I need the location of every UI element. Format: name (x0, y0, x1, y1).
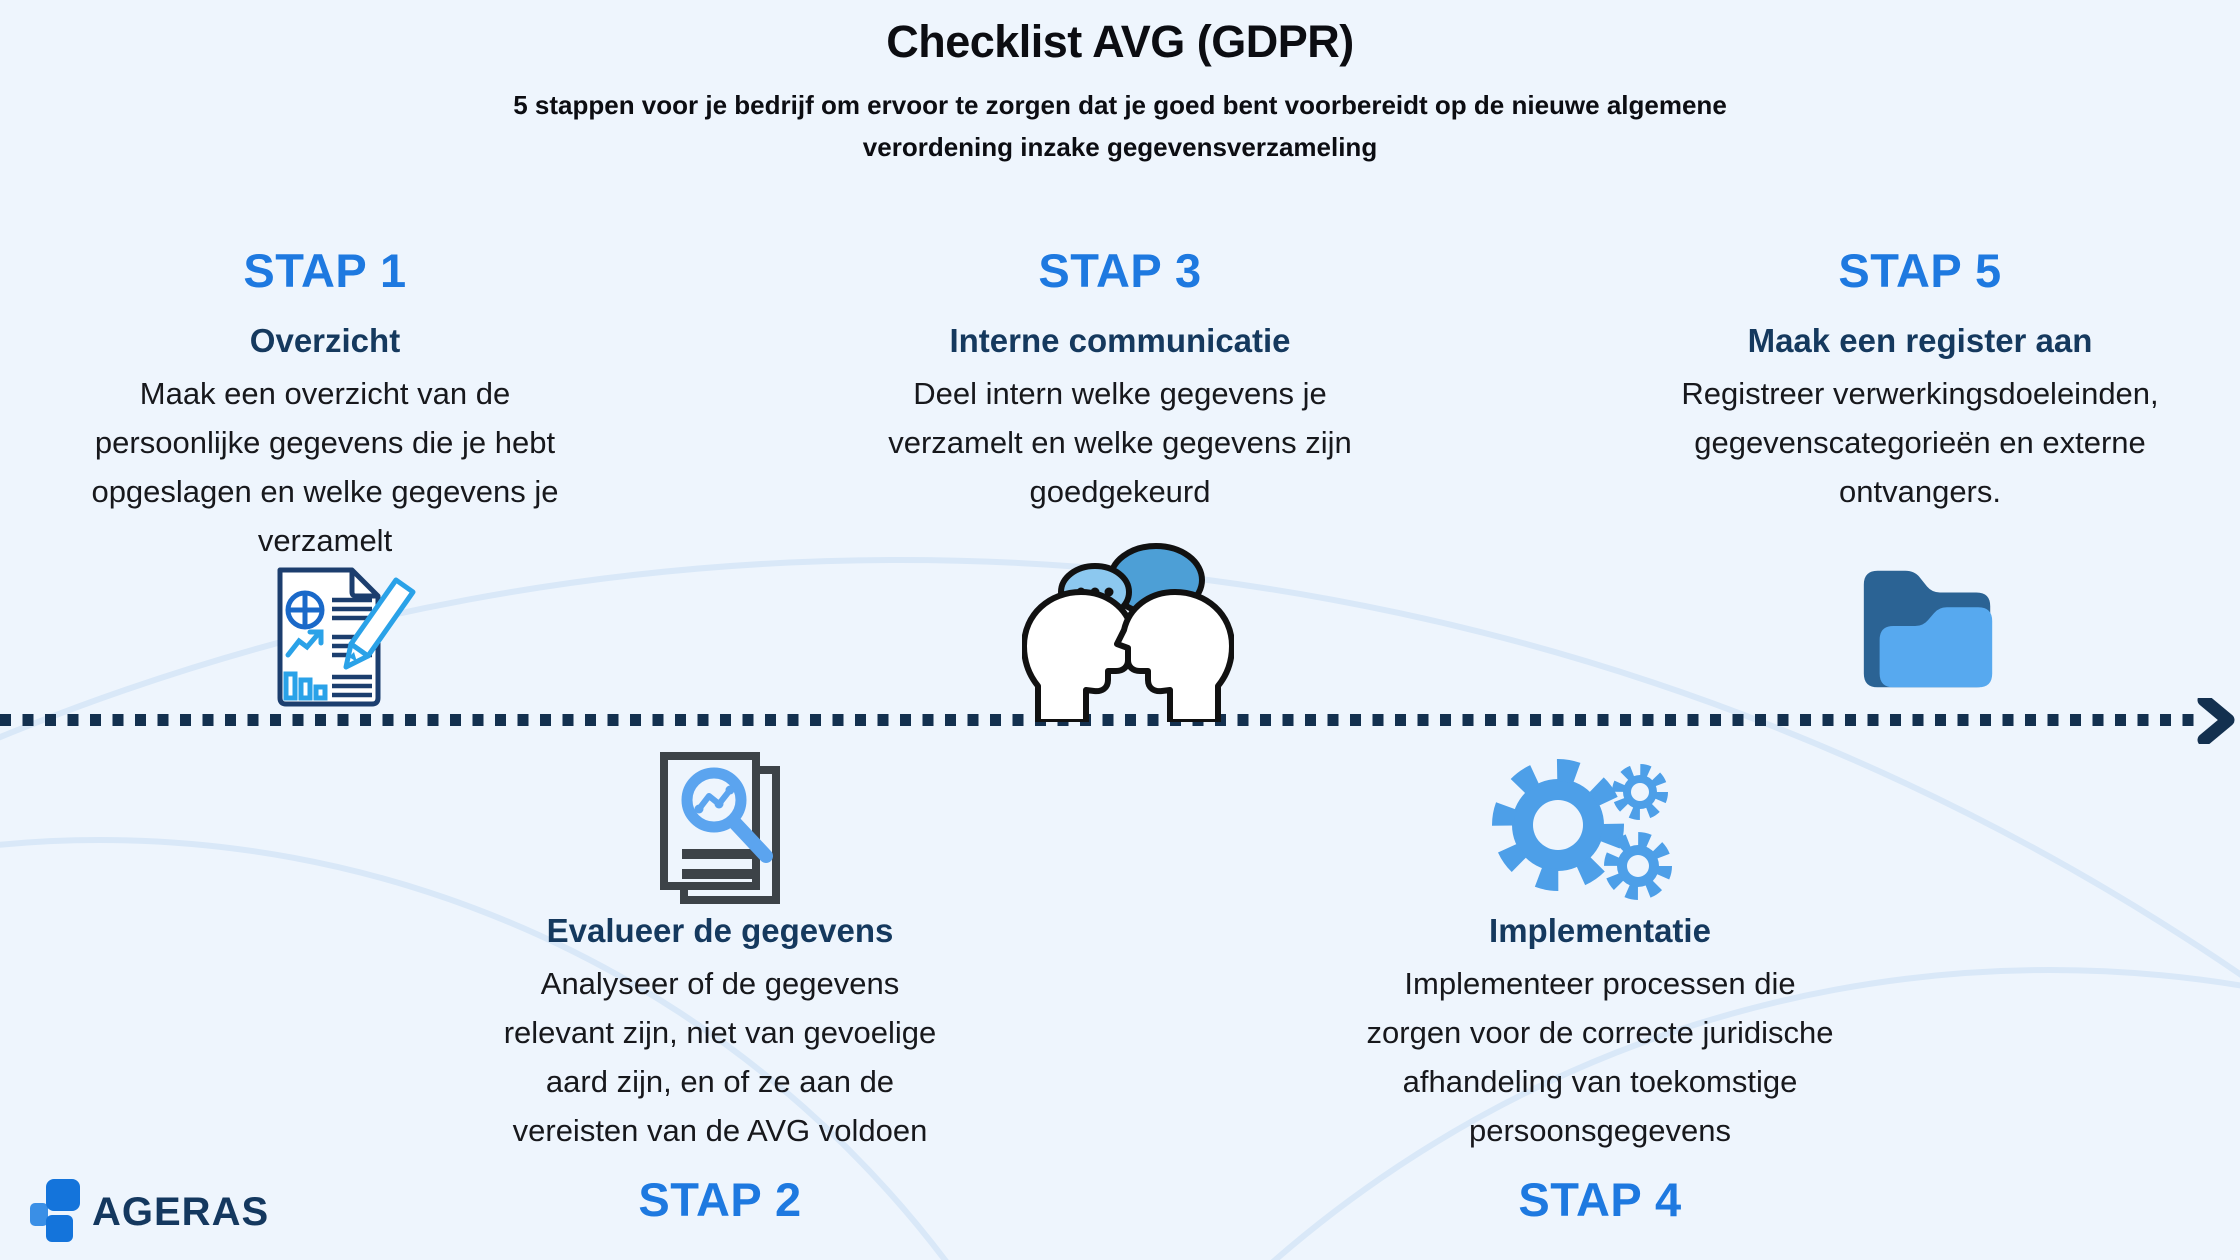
step-2-block: Evalueer de gegevens Analyseer of de geg… (390, 912, 1050, 1227)
step-2-heading: Evalueer de gegevens (546, 912, 894, 949)
left-profile (1022, 589, 1142, 722)
step-3-label: STAP 3 (1038, 244, 1202, 297)
step-3-block: STAP 3 Interne communicatie Deel intern … (795, 243, 1445, 517)
step-3-body: Deel intern welke gegevens je verzamelt … (888, 376, 1352, 509)
documents-magnifier-icon (660, 752, 780, 904)
timeline-arrow-icon (2197, 698, 2235, 744)
step-1-label: STAP 1 (243, 244, 407, 297)
step-4-block: Implementatie Implementeer processen die… (1260, 912, 1940, 1227)
ageras-logo: AGERAS (30, 1178, 269, 1246)
conversation-bubbles-icon (1022, 543, 1234, 722)
page-subtitle: 5 stappen voor je bedrijf om ervoor te z… (513, 90, 1727, 163)
step-5-body: Registreer verwerkingsdoeleinden, gegeve… (1681, 376, 2159, 509)
ageras-logo-mark (30, 1179, 80, 1242)
step-3-heading: Interne communicatie (949, 322, 1291, 359)
gears-icon (1492, 759, 1672, 900)
step-5-label: STAP 5 (1838, 244, 2002, 297)
step-1-block: STAP 1 Overzicht Maak een overzicht van … (0, 243, 650, 566)
step-1-body: Maak een overzicht van de persoonlijke g… (91, 376, 559, 558)
step-2-body: Analyseer of de gegevens relevant zijn, … (503, 966, 937, 1148)
timeline (0, 698, 2235, 744)
step-4-heading: Implementatie (1489, 912, 1711, 949)
page-title: Checklist AVG (GDPR) (886, 16, 1354, 67)
report-pencil-icon (277, 567, 416, 707)
step-4-label: STAP 4 (1518, 1172, 1682, 1226)
folder-icon (1863, 570, 1993, 688)
right-profile (1114, 589, 1234, 722)
ageras-logo-text: AGERAS (92, 1189, 270, 1234)
step-1-heading: Overzicht (249, 322, 401, 359)
step-4-body: Implementeer processen die zorgen voor d… (1366, 966, 1834, 1148)
step-5-block: STAP 5 Maak een register aan Registreer … (1595, 243, 2240, 517)
step-5-heading: Maak een register aan (1747, 322, 2093, 359)
step-2-label: STAP 2 (638, 1172, 802, 1226)
